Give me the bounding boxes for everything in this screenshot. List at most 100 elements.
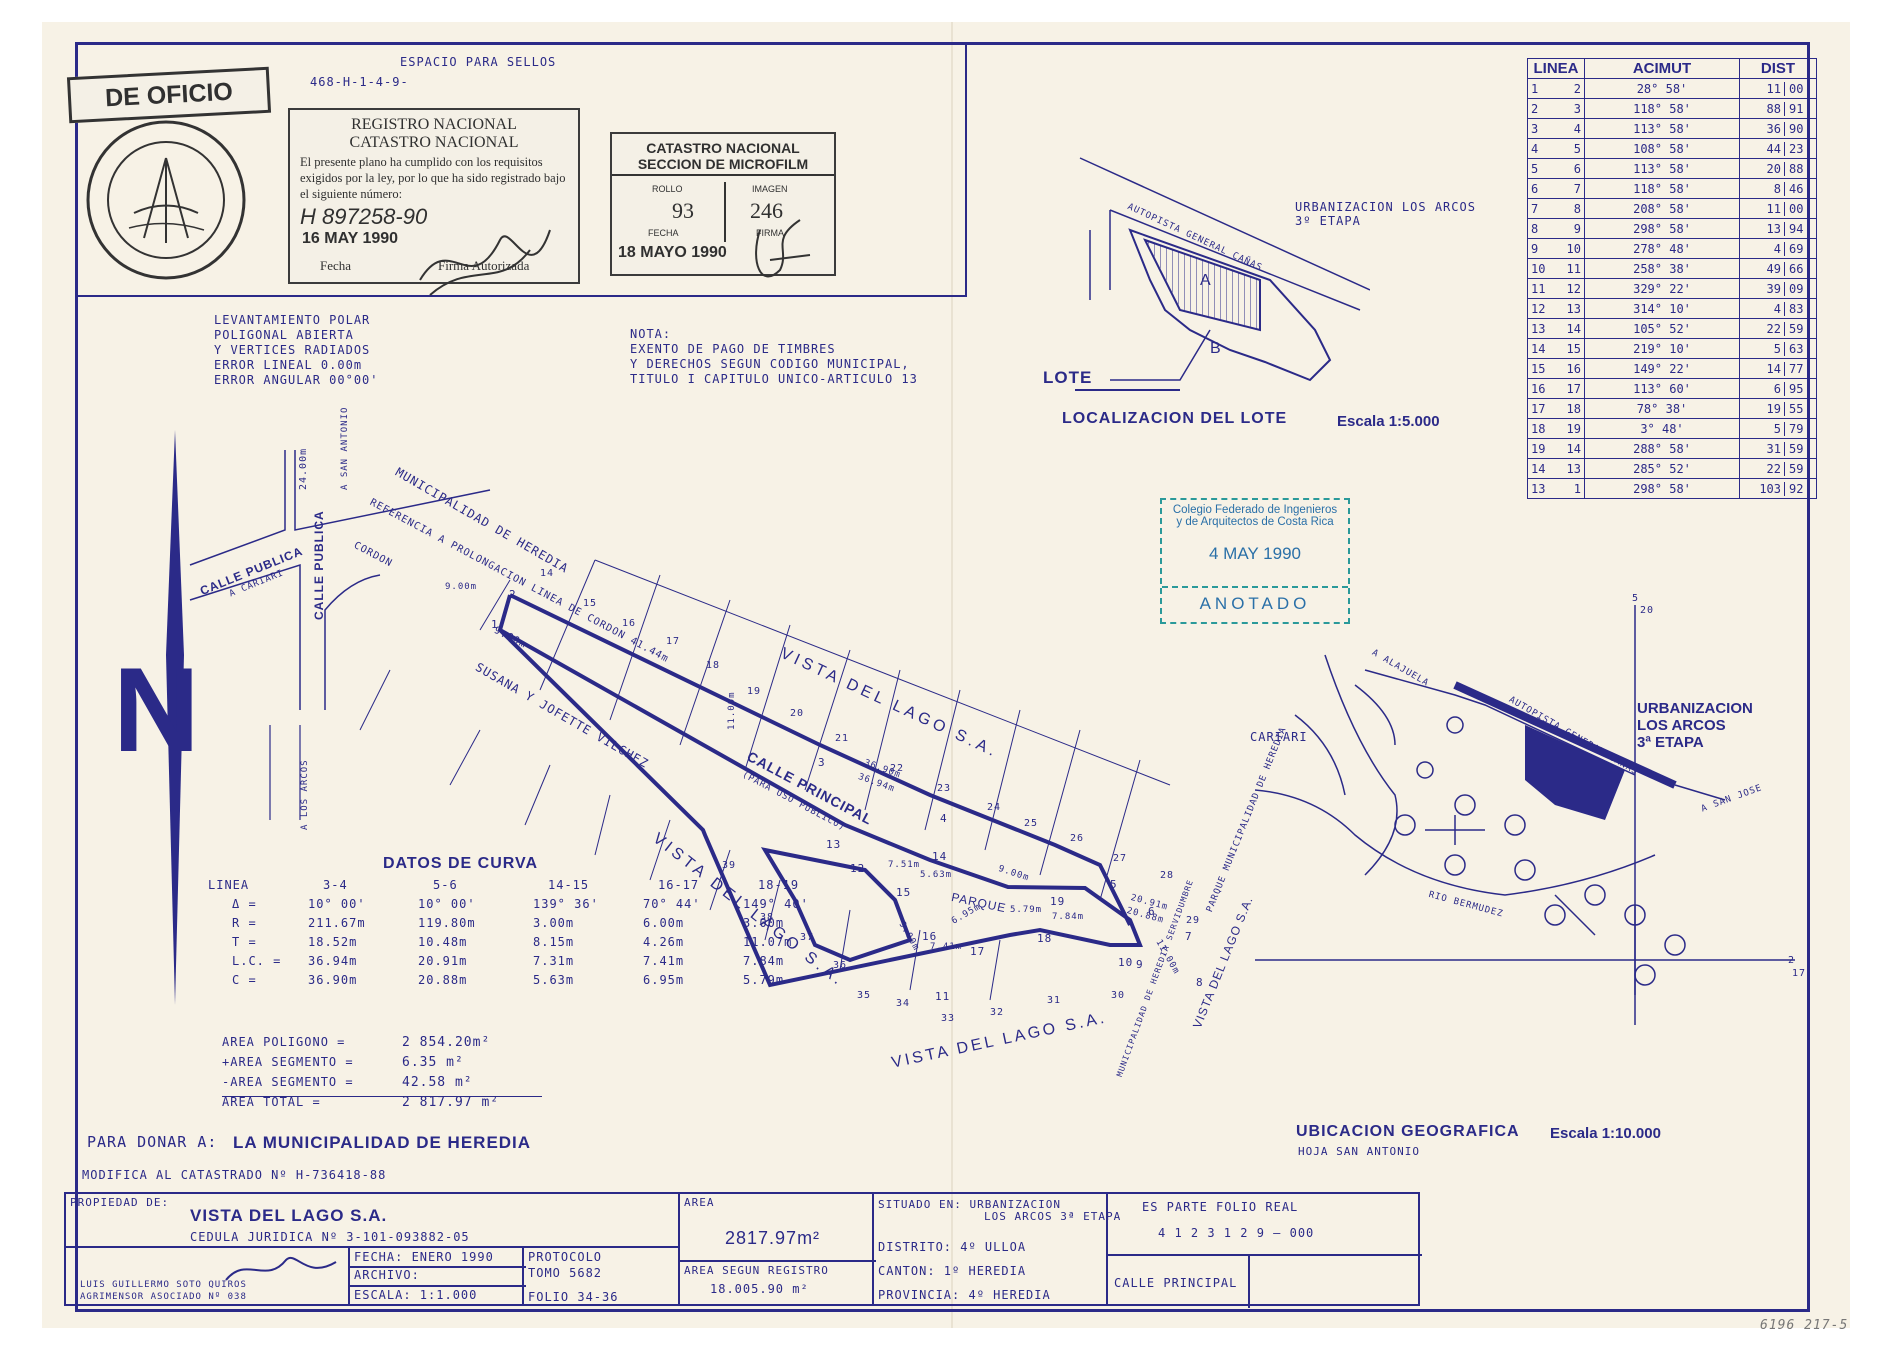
bearing-acimut: 113° 58' <box>1584 158 1740 179</box>
localizacion-map <box>1075 157 1370 391</box>
bearing-header-dist: DIST <box>1739 58 1817 79</box>
bearing-to: 11 <box>1566 261 1581 276</box>
tb-propiedad: VISTA DEL LAGO S.A. <box>190 1206 388 1225</box>
bearing-acimut: 288° 58' <box>1584 438 1740 459</box>
ubicacion-urbanizacion: URBANIZACION <box>1637 700 1753 717</box>
microfilm-rollo: 93 <box>672 198 694 223</box>
vertex-label: 11 <box>935 990 951 1003</box>
bearing-from: 10 <box>1531 261 1546 276</box>
bearing-acimut: 258° 38' <box>1584 258 1740 279</box>
bearing-to: 6 <box>1573 161 1581 176</box>
bearing-dist-m: 36 <box>1743 121 1785 136</box>
bearing-to: 8 <box>1573 201 1581 216</box>
vertex-label: 4 <box>940 812 948 825</box>
bearing-dist-cm: 90 <box>1789 121 1804 136</box>
tb-situado-block: SITUADO EN: URBANIZACION LOS ARCOS 3ª ET… <box>872 1192 1120 1306</box>
tb-propiedad-label: PROPIEDAD DE: <box>70 1196 170 1209</box>
colegio-stamp: Colegio Federado de Ingenieros y de Arqu… <box>1160 498 1350 624</box>
nota-2: EXENTO DE PAGO DE TIMBRES <box>630 342 836 356</box>
bearing-dist-cm: 55 <box>1789 401 1804 416</box>
bearing-dist-cm: 88 <box>1789 161 1804 176</box>
bearing-dist-cm: 59 <box>1789 321 1804 336</box>
catastro-seal <box>84 118 249 283</box>
vertex-label: 13 <box>826 838 842 851</box>
bearing-to: 7 <box>1573 181 1581 196</box>
label-d579: 5.79m <box>1010 905 1043 915</box>
curve-title: DATOS DE CURVA <box>383 855 539 872</box>
tb-situado-label: SITUADO EN: URBANIZACION <box>878 1198 1061 1211</box>
tb-area: 2817.97m² <box>725 1228 821 1248</box>
curve-value: 3-4 <box>323 878 348 892</box>
bearing-acimut: 28° 58' <box>1584 78 1740 99</box>
tb-fecha: FECHA: ENERO 1990 <box>354 1250 494 1264</box>
lot-number: 34 <box>896 998 911 1009</box>
bearing-dist-cm: 63 <box>1789 341 1804 356</box>
bearing-from: 18 <box>1531 421 1546 436</box>
microfilm-title2: SECCION DE MICROFILM <box>612 156 834 176</box>
tb-area-registro: 18.005.90 m² <box>710 1282 809 1296</box>
lot-number: 28 <box>1160 870 1175 881</box>
vertex-label: 5 <box>1110 878 1118 891</box>
doc-code: 468-H-1-4-9- <box>310 75 409 89</box>
label-width-11: 11.00m <box>727 691 737 730</box>
label-a-los-arcos: A LOS ARCOS <box>300 759 310 830</box>
registro-date: 16 MAY 1990 <box>302 230 399 247</box>
bearing-acimut: 208° 58' <box>1584 198 1740 219</box>
localizacion-b: B <box>1210 340 1222 357</box>
tb-protocolo-block: PROTOCOLO TOMO 5682 FOLIO 34-36 <box>522 1246 680 1306</box>
bearing-dist-m: 5 <box>1743 341 1785 356</box>
bearing-dist-cm: 66 <box>1789 261 1804 276</box>
bearing-acimut: 329° 22' <box>1584 278 1740 299</box>
ubicacion-title: UBICACION GEOGRAFICA <box>1296 1123 1520 1140</box>
bearing-to: 18 <box>1566 401 1581 416</box>
bearing-to: 3 <box>1573 101 1581 116</box>
bearing-from: 12 <box>1531 301 1546 316</box>
curve-value: 18.52m <box>308 935 358 949</box>
lote-label: LOTE <box>1043 368 1093 387</box>
drawing-frame <box>75 42 1810 1312</box>
bearing-dist-cm: 59 <box>1789 441 1804 456</box>
bearing-dist-m: 11 <box>1743 81 1785 96</box>
bearing-dist-m: 20 <box>1743 161 1785 176</box>
curve-value: 36.90m <box>308 973 358 987</box>
area-row: AREA POLIGONO =2 854.20m² <box>222 1035 490 1050</box>
bearing-dist-cm: 00 <box>1789 201 1804 216</box>
bearing-dist-cm: 94 <box>1789 221 1804 236</box>
curve-value: 14-15 <box>548 878 590 892</box>
curve-value: 20.88m <box>418 973 468 987</box>
curve-row-label: R = <box>232 916 257 930</box>
bearing-from: 13 <box>1531 321 1546 336</box>
colegio-line1: Colegio Federado de Ingenieros <box>1172 504 1338 516</box>
lot-number: 20 <box>790 708 805 719</box>
vertex-label: 9 <box>1136 958 1144 971</box>
label-d900c: 9.00m <box>445 582 478 592</box>
bearing-dist-m: 4 <box>1743 301 1785 316</box>
lot-number: 24 <box>987 802 1002 813</box>
area-row: +AREA SEGMENTO =6.35 m² <box>222 1055 464 1070</box>
stamp-space-label: ESPACIO PARA SELLOS <box>400 55 557 69</box>
bearing-dist-m: 14 <box>1743 361 1785 376</box>
bearing-dist: 36 90 <box>1739 118 1817 139</box>
sheet-fold <box>951 22 953 1328</box>
lot-number: 37 <box>800 932 815 943</box>
registro-stamp: REGISTRO NACIONAL CATASTRO NACIONAL El p… <box>288 108 580 284</box>
ubicacion-los-arcos: LOS ARCOS <box>1637 717 1726 734</box>
curve-value: 70° 44' <box>643 897 701 911</box>
localizacion-title: LOCALIZACION DEL LOTE <box>1062 410 1288 427</box>
bearing-acimut: 149° 22' <box>1584 358 1740 379</box>
